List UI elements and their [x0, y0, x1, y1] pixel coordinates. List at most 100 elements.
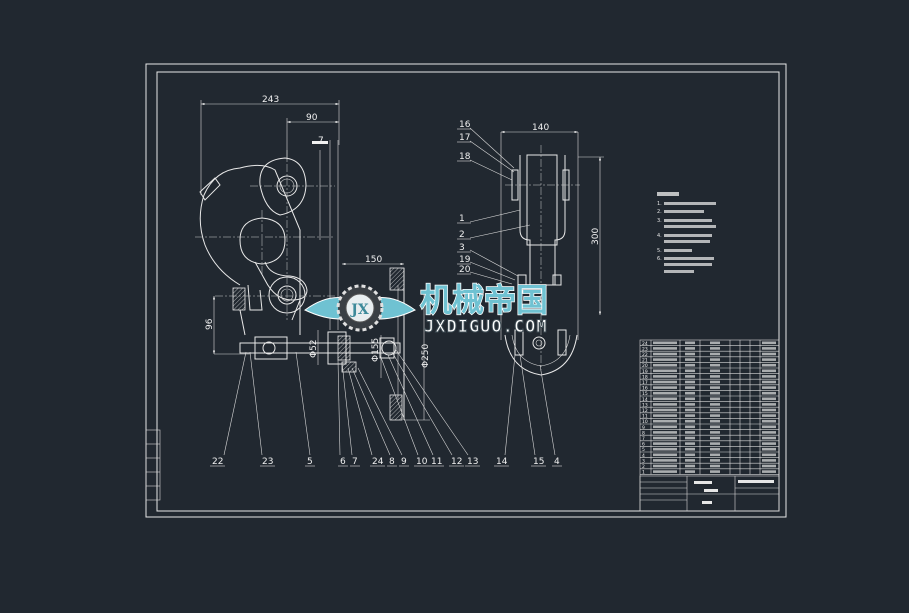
- note-text-line: [664, 225, 716, 228]
- table-cell-material: [710, 414, 720, 417]
- table-seq-number: 18: [642, 374, 648, 380]
- table-cell-code: [653, 352, 677, 356]
- table-cell-material: [710, 447, 720, 451]
- table-cell-material: [710, 375, 720, 378]
- table-seq-number: 1: [642, 470, 645, 476]
- table-cell-material: [710, 352, 720, 356]
- table-cell-code: [653, 341, 677, 345]
- table-cell-code: [653, 386, 677, 389]
- dim-243: 243: [262, 95, 279, 105]
- table-cell-material: [710, 453, 720, 457]
- part-label-5: 5: [307, 457, 313, 467]
- dim-300: 300: [591, 228, 601, 245]
- dim-140: 140: [532, 123, 549, 133]
- table-seq-number: 20: [642, 363, 648, 369]
- part-label-23: 23: [262, 457, 273, 467]
- table-cell-material: [710, 459, 720, 462]
- table-seq-number: 3: [642, 458, 645, 464]
- table-cell-note: [762, 380, 776, 384]
- left-binding-table: [145, 429, 161, 501]
- part-label-3: 3: [459, 243, 465, 253]
- table-seq-number: 6: [642, 442, 645, 448]
- table-cell-material: [710, 380, 720, 384]
- table-cell-code: [653, 459, 677, 462]
- table-cell-note: [762, 391, 776, 395]
- table-seq-number: 9: [642, 425, 645, 431]
- table-cell-name: [685, 414, 695, 417]
- table-cell-material: [710, 369, 720, 373]
- note-number: 5.: [657, 248, 662, 254]
- table-cell-note: [762, 369, 776, 373]
- table-cell-note: [762, 459, 776, 462]
- part-label-4: 4: [554, 457, 560, 467]
- table-cell-name: [685, 459, 695, 462]
- table-cell-code: [653, 363, 677, 367]
- table-seq-number: 10: [642, 419, 648, 425]
- table-cell-material: [710, 358, 720, 361]
- part-label-11: 11: [431, 457, 442, 467]
- table-seq-number: 7: [642, 436, 645, 442]
- part-label-10: 10: [416, 457, 428, 467]
- part-label-16: 16: [459, 120, 471, 130]
- note-text-line: [664, 202, 716, 205]
- table-cell-code: [653, 414, 677, 417]
- part-label-2: 2: [459, 230, 465, 240]
- inner-frame: [156, 71, 780, 512]
- table-cell-material: [710, 391, 720, 395]
- table-cell-name: [685, 358, 695, 361]
- table-cell-name: [685, 447, 695, 451]
- table-cell-material: [710, 341, 720, 345]
- table-seq-number: 8: [642, 430, 645, 436]
- note-text-line: [664, 257, 714, 260]
- part-label-12: 12: [451, 457, 462, 467]
- table-cell-material: [710, 464, 720, 468]
- table-cell-note: [762, 403, 776, 406]
- technical-notes: 1.2.3.4.5.6.: [657, 192, 716, 273]
- note-number: 6.: [657, 256, 662, 262]
- table-seq-number: 5: [642, 447, 645, 453]
- table-cell-material: [710, 363, 720, 367]
- table-seq-number: 24: [642, 341, 648, 347]
- notes-heading: [657, 192, 679, 196]
- table-cell-code: [653, 464, 677, 468]
- note-number: 1.: [657, 201, 662, 207]
- table-cell-code: [653, 431, 677, 434]
- table-seq-number: 12: [642, 408, 648, 414]
- table-seq-number: 11: [642, 414, 648, 420]
- table-cell-note: [762, 414, 776, 417]
- table-seq-number: 17: [642, 380, 648, 386]
- table-cell-material: [710, 419, 720, 423]
- logo-domain: JXDIGUO.COM: [424, 317, 548, 337]
- table-cell-code: [653, 408, 677, 412]
- table-cell-code: [653, 358, 677, 361]
- table-cell-code: [653, 375, 677, 378]
- logo-name-cn: 机械帝国: [420, 281, 548, 319]
- front-view: 243 90 150 7 96 Φ250 Φ52 Φ155: [195, 95, 469, 456]
- table-cell-code: [653, 397, 677, 401]
- outer-frame: [145, 63, 787, 518]
- part-label-15: 15: [533, 457, 544, 467]
- table-cell-note: [762, 397, 776, 401]
- table-cell-code: [653, 380, 677, 384]
- table-cell-note: [762, 470, 776, 473]
- table-seq-number: 13: [642, 402, 648, 408]
- note-text-line: [664, 249, 692, 252]
- table-cell-name: [685, 397, 695, 401]
- table-seq-number: 16: [642, 386, 648, 392]
- table-cell-note: [762, 358, 776, 361]
- table-cell-code: [653, 425, 677, 429]
- table-cell-note: [762, 442, 776, 445]
- note-text-line: [664, 270, 694, 273]
- table-cell-code: [653, 419, 677, 423]
- leader-lines-front: [223, 349, 469, 456]
- table-cell-code: [653, 470, 677, 473]
- table-cell-name: [685, 391, 695, 395]
- table-cell-code: [653, 436, 677, 440]
- table-cell-material: [710, 403, 720, 406]
- note-text-line: [664, 219, 712, 222]
- table-cell-note: [762, 431, 776, 434]
- table-cell-code: [653, 403, 677, 406]
- dim-phi155: Φ155: [371, 338, 381, 362]
